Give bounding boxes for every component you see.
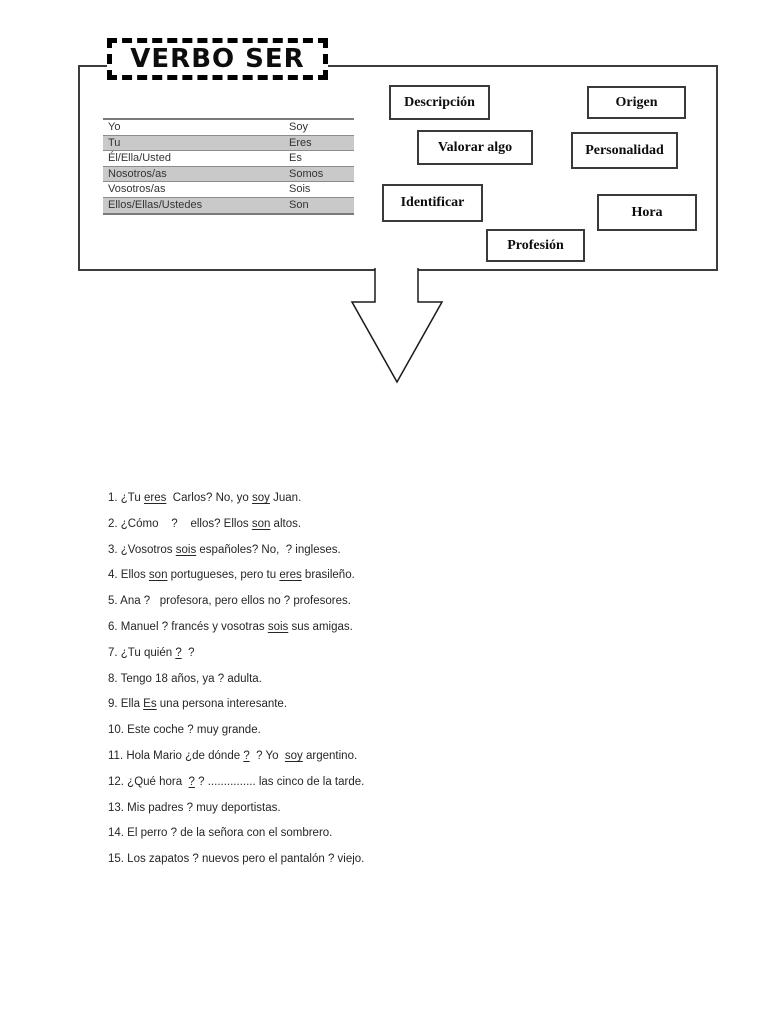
exercise-item: 14. El perro ? de la señora con el sombr…: [108, 827, 333, 840]
verb-form-cell: Eres: [289, 136, 312, 149]
page-title: VERBO SER: [130, 44, 305, 74]
usage-box-profesion: Profesión: [486, 229, 585, 262]
usage-box-origen: Origen: [587, 86, 686, 119]
table-row: Él/Ella/Usted Es: [103, 151, 354, 167]
usage-box-label: Profesión: [507, 237, 564, 253]
exercise-item: 3. ¿Vosotros sois españoles? No, ? ingle…: [108, 543, 341, 556]
exercise-item: 15. Los zapatos ? nuevos pero el pantaló…: [108, 853, 365, 866]
down-arrow-icon: [350, 268, 444, 384]
usage-box-hora: Hora: [597, 194, 697, 231]
exercise-item: 5. Ana ? profesora, pero ellos no ? prof…: [108, 595, 351, 608]
table-row: Ellos/Ellas/Ustedes Son: [103, 197, 354, 213]
exercise-item: 4. Ellos son portugueses, pero tu eres b…: [108, 569, 355, 582]
exercise-item: 7. ¿Tu quién ? ?: [108, 646, 195, 659]
table-row: Vosotros/as Sois: [103, 182, 354, 198]
usage-box-label: Identificar: [400, 195, 465, 210]
verb-form-cell: Soy: [289, 121, 308, 133]
exercise-item: 11. Hola Mario ¿de dónde ? ? Yo soy arge…: [108, 749, 358, 762]
title-box: VERBO SER: [107, 38, 328, 80]
verb-form-cell: Es: [289, 152, 302, 164]
exercise-item: 2. ¿Cómo ? ellos? Ellos son altos.: [108, 517, 302, 530]
exercise-list: 1. ¿Tu eres Carlos? No, yo soy Juan. 2. ¿…: [108, 486, 668, 873]
usage-box-label: Personalidad: [585, 142, 664, 158]
verb-form-cell: Somos: [289, 167, 324, 180]
usage-box-personalidad: Personalidad: [571, 132, 678, 169]
pronoun-cell: Yo: [108, 121, 121, 133]
exercise-item: 13. Mis padres ? muy deportistas.: [108, 801, 281, 814]
usage-box-descripcion: Descripción: [389, 85, 490, 120]
exercise-item: 9. Ella Es una persona interesante.: [108, 698, 288, 711]
exercise-item: 12. ¿Qué hora ? ? ............... las ci…: [108, 775, 365, 788]
pronoun-cell: Ellos/Ellas/Ustedes: [108, 198, 203, 211]
usage-box-valorar-algo: Valorar algo: [417, 130, 533, 165]
verb-form-cell: Son: [289, 198, 309, 211]
pronoun-cell: Nosotros/as: [108, 167, 167, 180]
usage-box-identificar: Identificar: [382, 184, 483, 222]
exercise-item: 8. Tengo 18 años, ya ? adulta.: [108, 672, 262, 685]
usage-box-label: Origen: [615, 94, 658, 110]
verb-form-cell: Sois: [289, 183, 311, 195]
exercise-item: 10. Este coche ? muy grande.: [108, 724, 261, 737]
pronoun-cell: Él/Ella/Usted: [108, 152, 171, 164]
usage-box-label: Descripción: [404, 94, 475, 110]
table-row: Yo Soy: [103, 120, 354, 136]
table-row: Nosotros/as Somos: [103, 166, 354, 182]
usage-box-label: Valorar algo: [437, 139, 513, 155]
exercise-item: 1. ¿Tu eres Carlos? No, yo soy Juan.: [108, 492, 302, 504]
table-row: Tu Eres: [103, 135, 354, 151]
exercise-item: 6. Manuel ? francés y vosotras sois sus …: [108, 620, 353, 633]
pronoun-cell: Tu: [108, 136, 121, 149]
usage-box-label: Hora: [631, 204, 663, 220]
pronoun-cell: Vosotros/as: [108, 183, 166, 195]
